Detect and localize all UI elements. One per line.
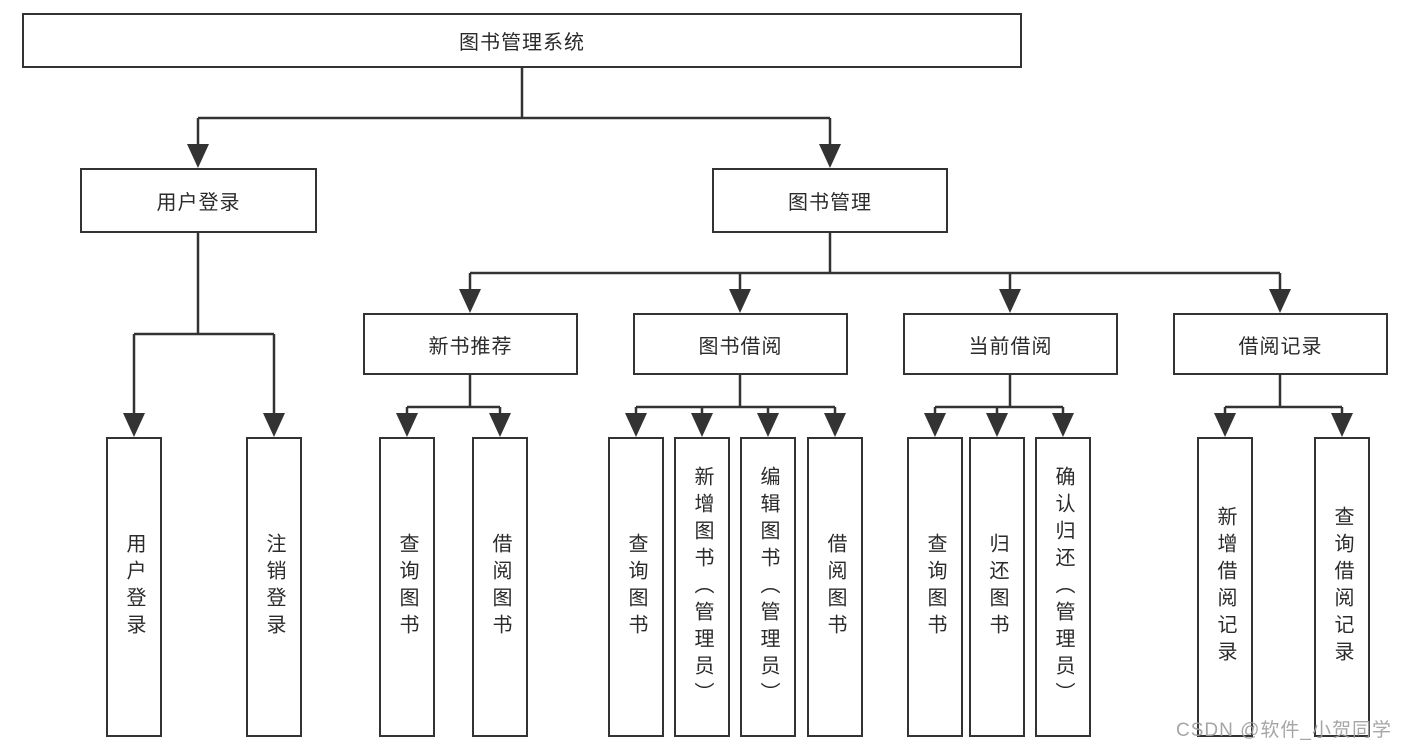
node-borrow-records: 借阅记录 [1173,313,1388,375]
leaf-current-confirm-return-admin: 确认归还（管理员） [1035,437,1091,737]
leaf-current-query-books: 查询图书 [907,437,963,737]
node-current-borrow: 当前借阅 [903,313,1118,375]
leaf-newbook-query-books: 查询图书 [379,437,435,737]
leaf-borrow-edit-books-admin: 编辑图书（管理员） [740,437,796,737]
leaf-borrow-add-books-admin: 新增图书（管理员） [674,437,730,737]
arrowhead-icons [123,144,1353,437]
leaf-user-login: 用户登录 [106,437,162,737]
leaf-records-query: 查询借阅记录 [1314,437,1370,737]
node-book-management: 图书管理 [712,168,948,233]
leaf-newbook-borrow-books: 借阅图书 [472,437,528,737]
leaf-borrow-borrow-books: 借阅图书 [807,437,863,737]
node-user-login: 用户登录 [80,168,317,233]
node-root-system: 图书管理系统 [22,13,1022,68]
node-book-borrow: 图书借阅 [633,313,848,375]
csdn-watermark: CSDN @软件_小贺同学 [1176,720,1392,741]
node-new-book-recommend: 新书推荐 [363,313,578,375]
leaf-current-return-books: 归还图书 [969,437,1025,737]
leaf-borrow-query-books: 查询图书 [608,437,664,737]
leaf-records-add: 新增借阅记录 [1197,437,1253,737]
leaf-logout: 注销登录 [246,437,302,737]
